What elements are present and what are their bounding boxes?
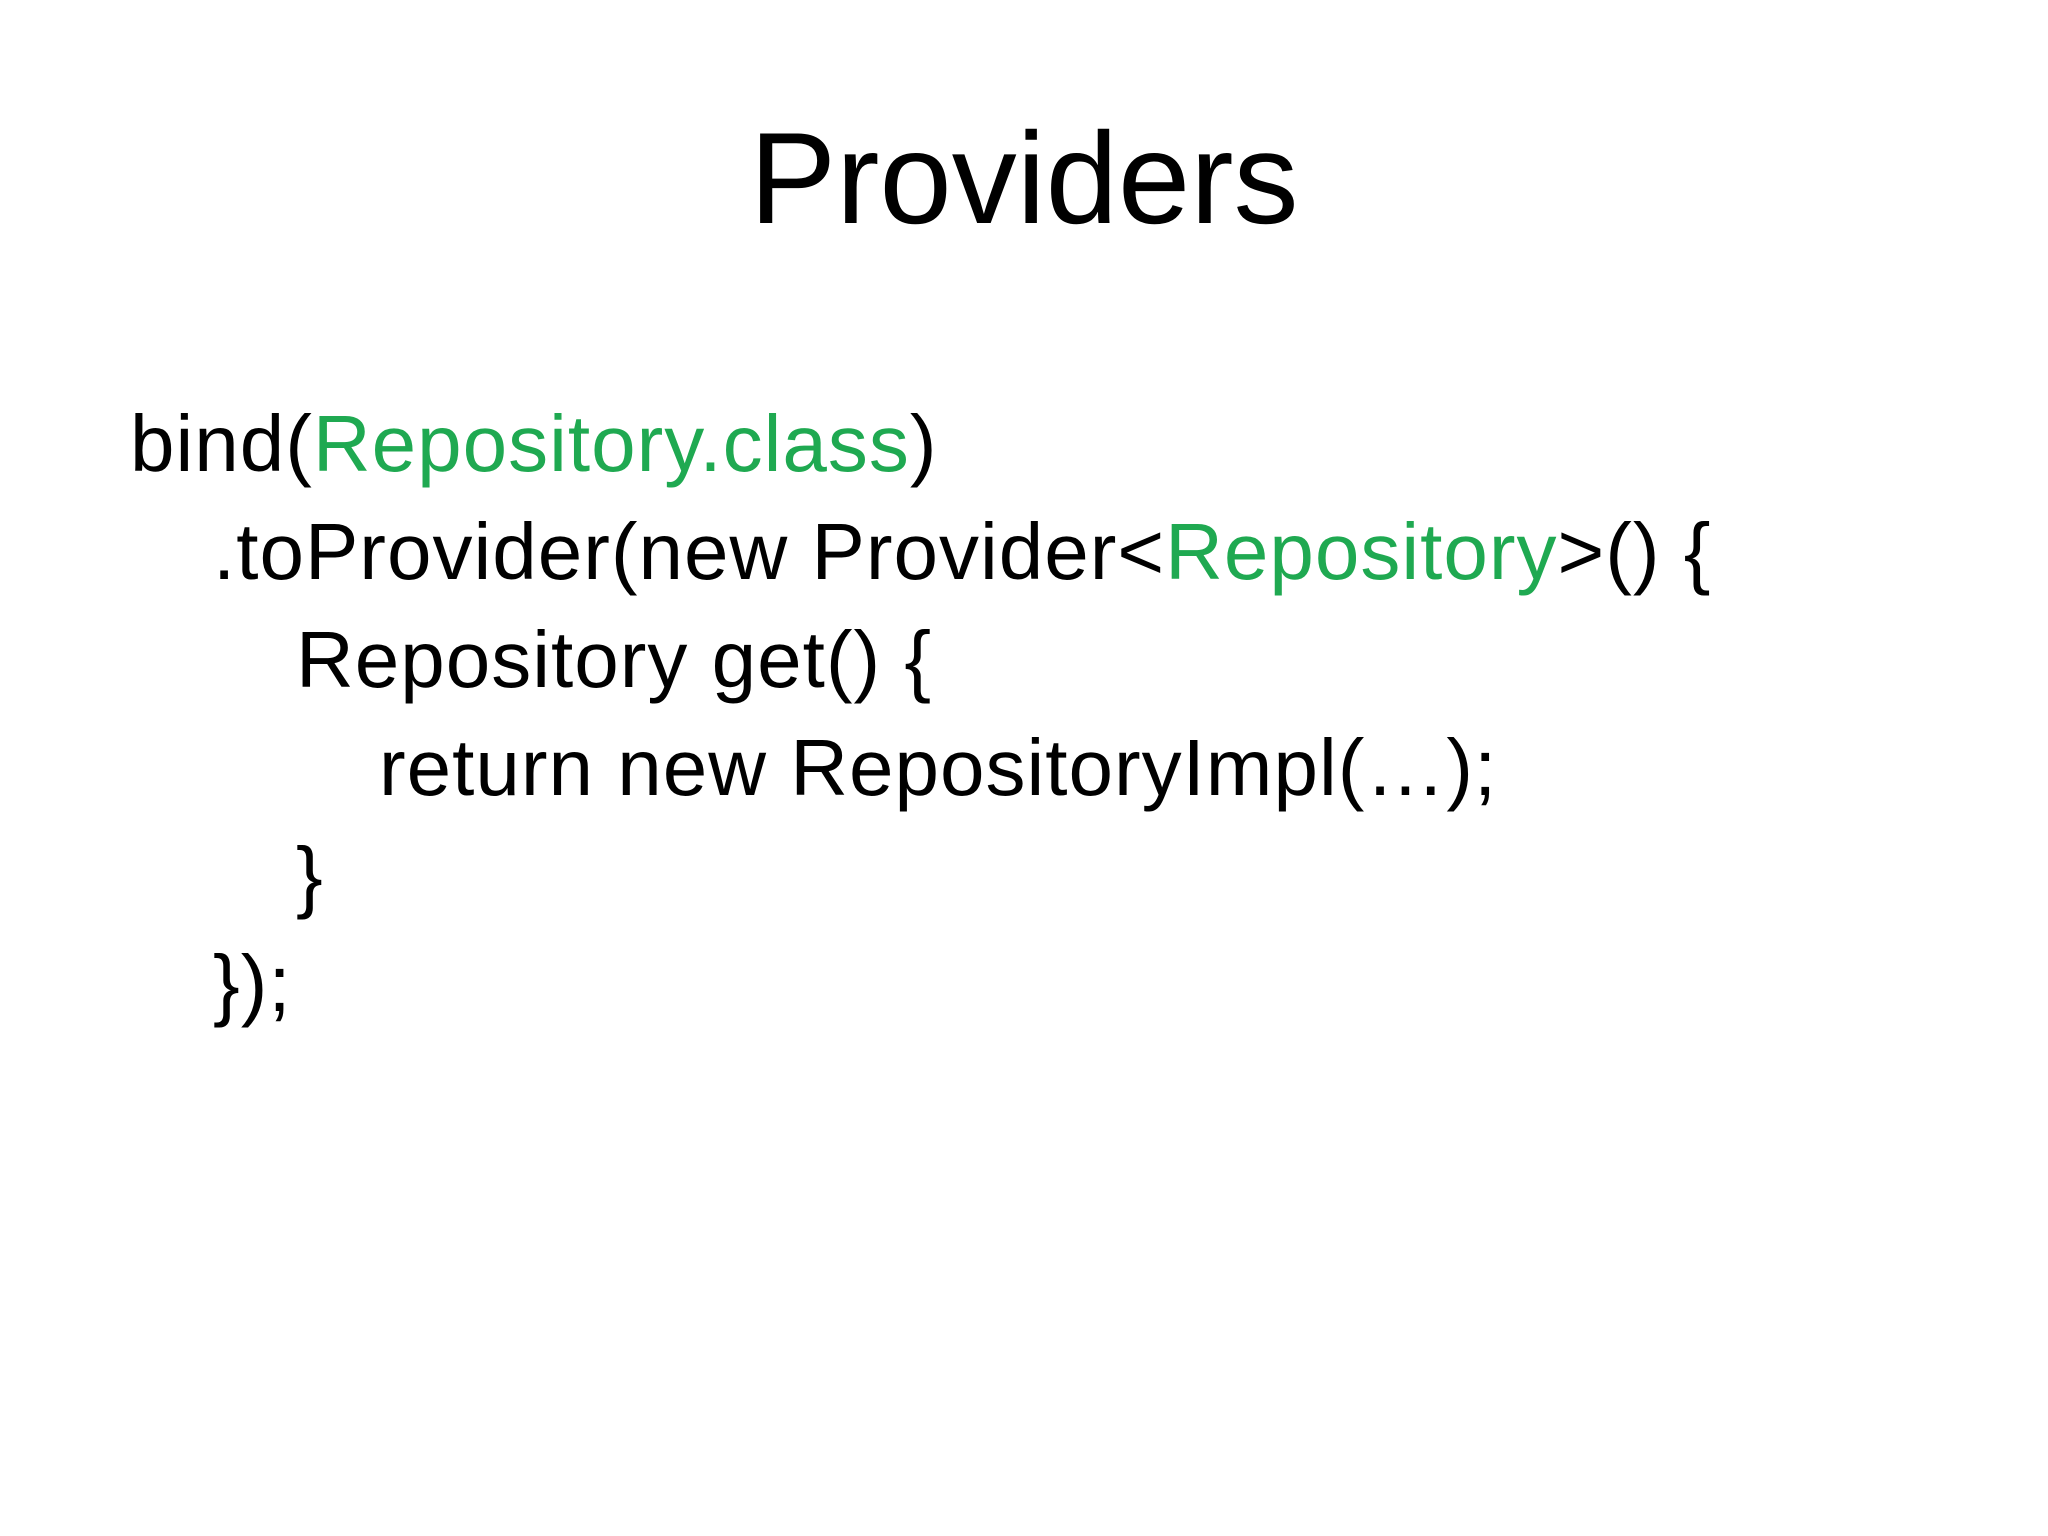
- code-line: });: [130, 930, 1711, 1038]
- code-segment: return new RepositoryImpl(…);: [379, 723, 1498, 812]
- code-line: .toProvider(new Provider<Repository>() {: [130, 498, 1711, 606]
- code-segment-highlight: Repository.class: [312, 399, 910, 488]
- code-segment: .toProvider(new Provider<: [213, 507, 1166, 596]
- code-line: return new RepositoryImpl(…);: [130, 714, 1711, 822]
- code-segment: Repository get() {: [296, 615, 933, 704]
- slide-title: Providers: [749, 105, 1299, 251]
- code-segment: >() {: [1557, 507, 1712, 596]
- code-block: bind(Repository.class).toProvider(new Pr…: [130, 390, 1711, 1038]
- code-segment-highlight: Repository: [1165, 507, 1558, 596]
- code-segment: ): [909, 399, 938, 488]
- code-segment: bind(: [130, 399, 313, 488]
- code-line: Repository get() {: [130, 606, 1711, 714]
- code-segment: });: [213, 939, 292, 1028]
- code-line: bind(Repository.class): [130, 390, 1711, 498]
- code-segment: }: [296, 831, 324, 920]
- code-line: }: [130, 822, 1711, 930]
